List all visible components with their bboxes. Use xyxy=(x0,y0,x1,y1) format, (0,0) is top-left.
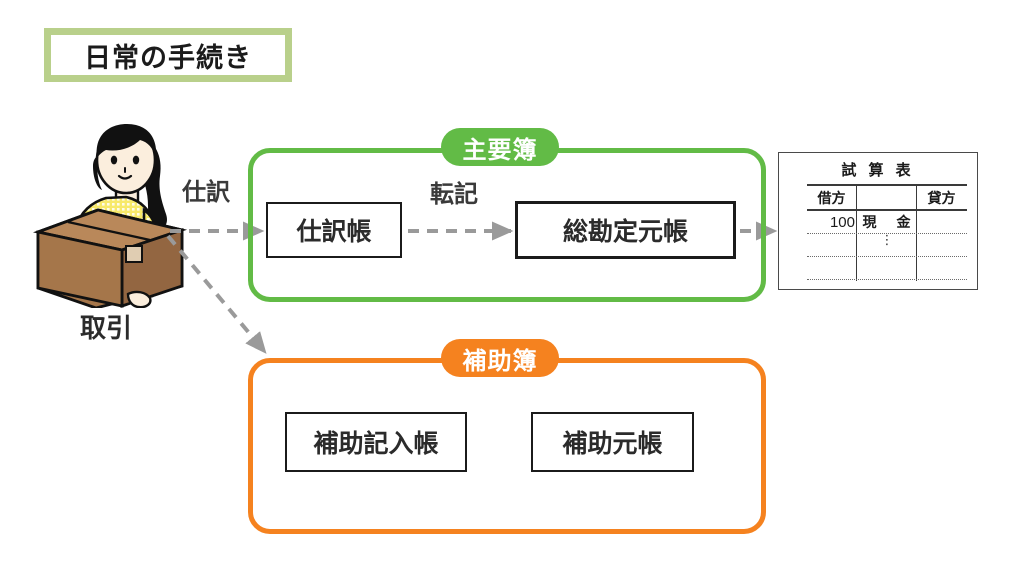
page-title-frame: 日常の手続き xyxy=(44,28,292,82)
hand-shape xyxy=(126,290,152,308)
trial-balance-head-rule-top xyxy=(807,184,967,186)
trial-balance-dotted-row-1 xyxy=(807,233,967,234)
trial-balance-cell-amount: 100 xyxy=(829,213,855,231)
node-subsidiary-journal[interactable]: 補助記入帳 xyxy=(285,412,467,472)
page-title: 日常の手続き xyxy=(84,42,252,73)
eye-right-shape xyxy=(132,155,140,165)
transaction-caption: 取引 xyxy=(80,313,133,343)
trial-balance-cell-account: 現 金 xyxy=(862,214,914,230)
node-journal[interactable]: 仕訳帳 xyxy=(266,202,402,258)
page-title-inner: 日常の手続き xyxy=(51,35,285,75)
person-carrying-box-illustration xyxy=(32,124,188,308)
trial-balance-head-rule-bottom xyxy=(807,209,967,211)
journalizing-label: 仕訳 xyxy=(182,179,230,206)
box-front-shape xyxy=(36,230,124,308)
node-subsidiary-ledger[interactable]: 補助元帳 xyxy=(531,412,694,472)
sub-books-badge: 補助簿 xyxy=(441,339,559,377)
mouth-shape xyxy=(117,174,133,180)
trial-balance-divider-left xyxy=(856,184,858,281)
trial-balance-ellipsis: ⋮ xyxy=(880,232,894,247)
box-tape-patch-shape xyxy=(125,245,143,263)
posting-label: 転記 xyxy=(430,181,478,208)
trial-balance-title: 試 算 表 xyxy=(841,162,915,179)
trial-balance-header-credit: 貸方 xyxy=(927,189,956,206)
hair-strand-shape xyxy=(93,156,102,190)
trial-balance-sheet: 試 算 表 借方 貸方 100 現 金 ⋮ xyxy=(778,152,978,290)
main-books-badge: 主要簿 xyxy=(441,128,559,166)
hair-front-shape xyxy=(96,124,157,158)
box-tape-top-shape xyxy=(67,220,151,242)
trial-balance-header-debit: 借方 xyxy=(817,189,846,206)
eye-left-shape xyxy=(110,155,118,165)
node-general-ledger[interactable]: 総勘定元帳 xyxy=(515,201,736,259)
trial-balance-dotted-row-3 xyxy=(807,279,967,280)
trial-balance-dotted-row-2 xyxy=(807,256,967,257)
trial-balance-divider-right xyxy=(916,184,918,281)
